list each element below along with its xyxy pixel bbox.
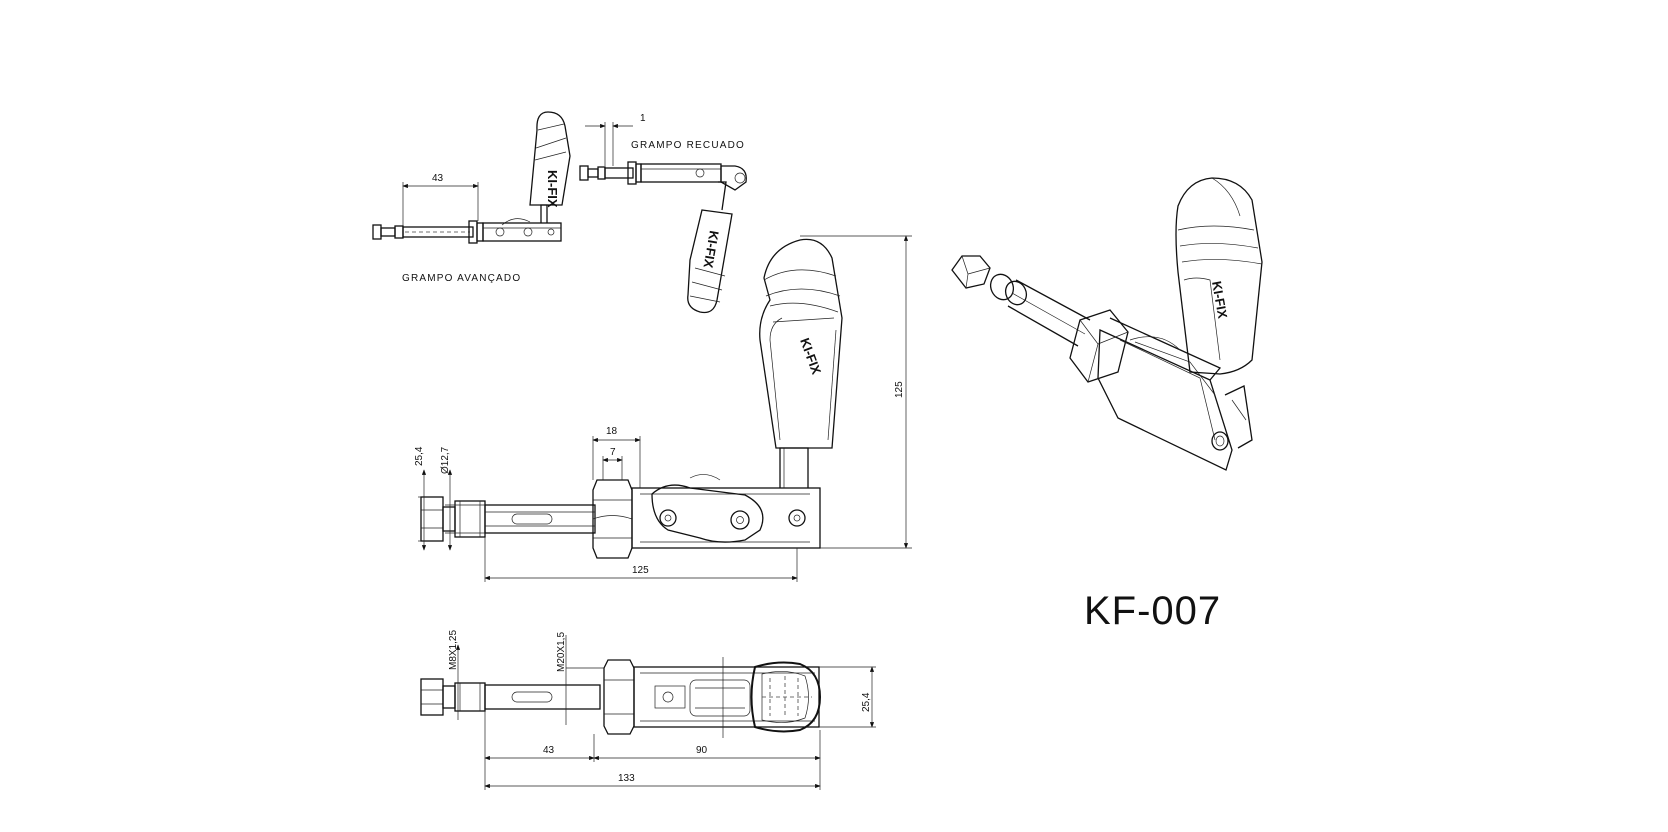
dim-thread-body: M20X1,5 [556, 632, 567, 672]
dim-head-height: 25,4 [414, 446, 425, 466]
dim-nut-width: 18 [606, 426, 618, 437]
dim-advanced-stroke: 43 [432, 173, 444, 184]
isometric-view: KI-FIX [951, 177, 1263, 471]
brand-mark-iso: KI-FIX [1209, 280, 1230, 320]
dim-body-width: 25,4 [861, 692, 872, 712]
dim-total-height: 125 [894, 381, 905, 398]
dim-retracted-gap: 1 [640, 113, 646, 124]
advanced-clamp-view: KI-FIX 43 GRAMPO AVANÇADO [372, 111, 571, 284]
dim-thread-rod: M8X1,25 [448, 630, 459, 670]
side-view: KI-FIX 125 18 7 25,4 Ø12,7 125 [414, 235, 912, 582]
dim-nut-thickness: 7 [610, 447, 616, 458]
label-advanced: GRAMPO AVANÇADO [402, 273, 521, 284]
dim-overall-length: 133 [618, 773, 635, 784]
dim-stroke-top: 43 [543, 745, 555, 756]
label-retracted: GRAMPO RECUADO [631, 140, 745, 151]
retracted-clamp-view: KI-FIX 1 GRAMPO RECUADO [579, 113, 747, 314]
model-title: KF-007 [1084, 589, 1221, 633]
dim-body-length: 90 [696, 745, 708, 756]
top-view: M8X1,25 M20X1,5 25,4 43 90 133 [420, 630, 876, 790]
brand-mark-main: KI-FIX [797, 336, 824, 377]
dim-rod-diameter: Ø12,7 [440, 446, 451, 474]
dim-length-front: 125 [632, 565, 649, 576]
brand-mark-small-advanced: KI-FIX [545, 170, 560, 208]
brand-mark-small-retracted: KI-FIX [700, 229, 721, 269]
